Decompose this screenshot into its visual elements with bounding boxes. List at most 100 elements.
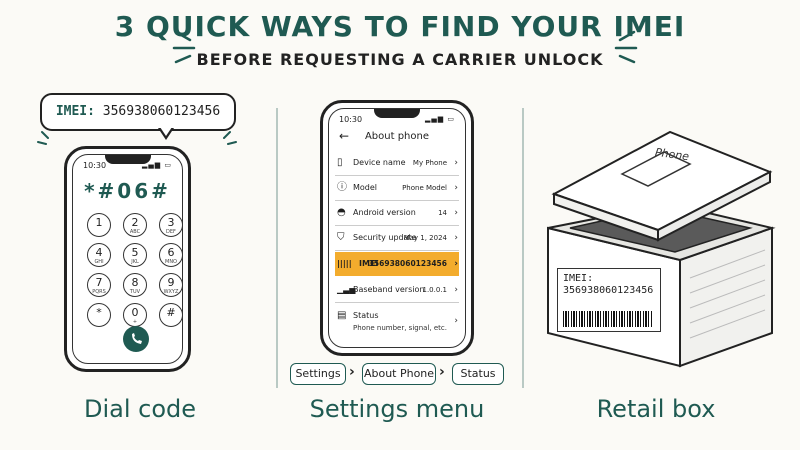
chevron-right-icon: › — [454, 183, 458, 193]
chevron-right-icon: › — [454, 316, 458, 326]
barcode-icon: ||||| — [337, 259, 352, 268]
dial-key[interactable]: 0+ — [123, 303, 147, 327]
caption-dial-code: Dial code — [83, 395, 197, 423]
settings-notch — [374, 109, 420, 118]
dial-key-digit: 3 — [167, 216, 175, 229]
row-value: 1.0.0.1 — [422, 286, 448, 294]
dial-key-digit: 4 — [95, 246, 103, 259]
dial-key-digit: 8 — [131, 276, 139, 289]
shield-icon: ⛉ — [337, 232, 345, 243]
dial-key-digit: 6 — [167, 246, 175, 259]
dial-key-letters: JKL — [131, 259, 139, 265]
box-imei-label: IMEI: 356938060123456 — [557, 268, 661, 332]
row-sublabel: Phone number, signal, etc. — [353, 324, 447, 332]
row-security-update[interactable]: ⛉ Security update May 1, 2024 › — [335, 226, 459, 251]
barcode-icon — [563, 311, 653, 327]
imei-speech-bubble: IMEI: 356938060123456 — [40, 93, 236, 131]
row-label: Baseband version — [353, 285, 425, 294]
breadcrumb-arrow-icon: › — [349, 364, 355, 380]
dial-key-digit: 7 — [95, 276, 103, 289]
dial-code-display: *#06# — [84, 179, 171, 203]
dial-key-letters: ABC — [129, 229, 141, 235]
phone-icon: ▯ — [337, 157, 343, 168]
divider-right — [522, 108, 524, 388]
dial-key-digit: 5 — [131, 246, 139, 259]
dial-key-digit: 9 — [167, 276, 175, 289]
bubble-tail-inner — [160, 127, 172, 136]
row-baseband-version[interactable]: ▁▃▅ Baseband version 1.0.0.1 › — [335, 278, 459, 303]
caption-retail-box: Retail box — [596, 395, 716, 423]
row-value: 14 — [438, 209, 447, 217]
sparkle-right-icon — [614, 30, 638, 64]
row-value: 356938060123456 — [368, 259, 447, 268]
row-model[interactable]: ⓘ Model Phone Model › — [335, 176, 459, 201]
row-value: Phone Model — [402, 184, 447, 192]
row-label: Android version — [353, 208, 416, 217]
dial-key-letters: MNO — [165, 259, 177, 265]
dial-key-digit: * — [96, 306, 102, 319]
settings-phone: 10:30 ▂▄▆ ▭ ← About phone ▯ Device name … — [320, 100, 474, 356]
dial-key-letters: GHI — [94, 259, 104, 265]
settings-screen: 10:30 ▂▄▆ ▭ ← About phone ▯ Device name … — [328, 108, 466, 348]
chevron-right-icon: › — [454, 158, 458, 168]
row-imei[interactable]: ||||| IMEI 356938060123456 › — [335, 252, 459, 276]
dial-key-digit: # — [166, 306, 176, 319]
bubble-imei-value: 356938060123456 — [102, 104, 221, 119]
row-android-version[interactable]: ◓ Android version 14 › — [335, 201, 459, 226]
box-imei-value: 356938060123456 — [563, 285, 654, 296]
info-icon: ⓘ — [337, 182, 347, 193]
dialer-notch — [104, 155, 151, 164]
box-imei-title: IMEI: — [563, 273, 594, 284]
phone-call-icon — [132, 333, 142, 344]
android-icon: ◓ — [337, 207, 346, 218]
row-value: My Phone — [412, 159, 447, 167]
bubble-sparkle-icons — [37, 131, 237, 145]
row-status[interactable]: ▤ Status Phone number, signal, etc. › — [335, 305, 459, 339]
chevron-right-icon: › — [454, 285, 458, 295]
row-label: IMEI — [359, 259, 379, 268]
back-arrow-icon[interactable]: ← — [339, 129, 350, 143]
signal-icon: ▁▃▅ — [337, 285, 356, 294]
dial-key-letters: + — [132, 319, 138, 325]
settings-header: About phone — [364, 131, 430, 142]
dial-key[interactable]: 1 — [87, 213, 111, 237]
breadcrumb-settings[interactable]: Settings — [290, 363, 346, 385]
dialer-time: 10:30 — [83, 161, 107, 170]
dial-key[interactable]: # — [159, 303, 182, 327]
sparkle-left-icon — [172, 30, 196, 64]
retail-box-illustration — [547, 130, 776, 368]
document-icon: ▤ — [337, 310, 347, 321]
dial-key-digit: 2 — [131, 216, 139, 229]
breadcrumb-about-phone[interactable]: About Phone — [362, 363, 436, 385]
dialer-signal-icon: ▂▄▆ ▭ — [142, 161, 172, 169]
page-subtitle: BEFORE REQUESTING A CARRIER UNLOCK — [196, 50, 604, 69]
chevron-right-icon: › — [454, 259, 458, 269]
bubble-imei-label: IMEI: — [55, 104, 95, 119]
page-title: 3 QUICK WAYS TO FIND YOUR IMEI — [114, 10, 686, 43]
dial-key-letters: DEF — [166, 229, 176, 235]
chevron-right-icon: › — [454, 233, 458, 243]
breadcrumb-status[interactable]: Status — [452, 363, 504, 385]
settings-signal-icon: ▂▄▆ ▭ — [425, 115, 455, 123]
dial-key-letters: PQRS — [92, 289, 106, 295]
row-label: Device name — [353, 158, 406, 167]
chevron-right-icon: › — [454, 208, 458, 218]
dial-key-letters: TUV — [129, 289, 141, 295]
dial-key-digit: 0 — [131, 306, 139, 319]
row-label: Security update — [353, 233, 417, 242]
row-value: May 1, 2024 — [403, 234, 447, 242]
row-device-name[interactable]: ▯ Device name My Phone › — [335, 151, 459, 176]
breadcrumb-arrow-icon: › — [439, 364, 445, 380]
dial-key[interactable]: * — [87, 303, 111, 327]
call-button[interactable] — [123, 326, 149, 352]
